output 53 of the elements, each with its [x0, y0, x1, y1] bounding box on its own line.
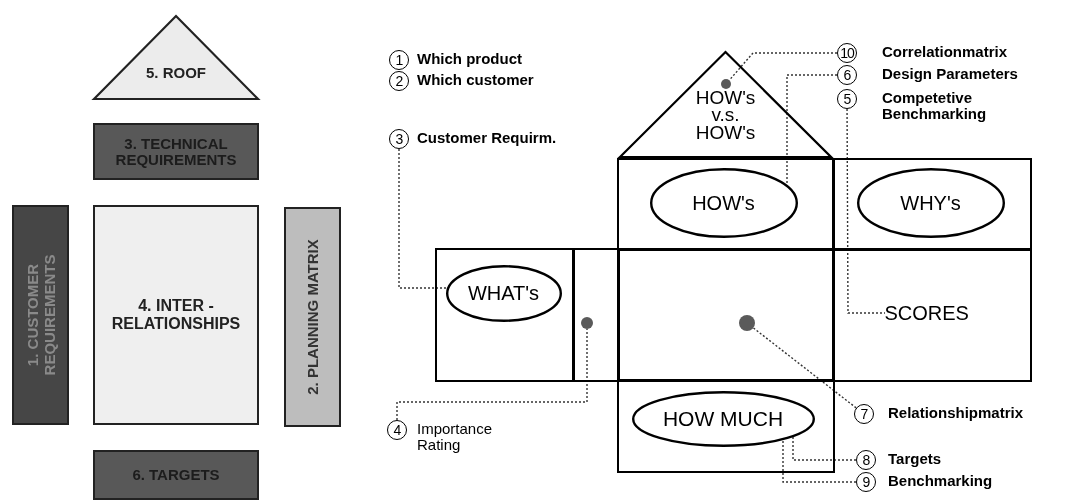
- callout-number: 7: [854, 404, 874, 424]
- callout-number: 3: [389, 129, 409, 149]
- ellipse-label: HOW MUCH: [661, 406, 785, 431]
- section-label: 2. PLANNING MATRIX: [304, 238, 321, 397]
- callout-text: Correlationmatrix: [882, 44, 1008, 60]
- dot-marker: [721, 79, 731, 89]
- section-label: 3. TECHNICAL REQUIREMENTS: [114, 135, 238, 168]
- callout-number: 2: [389, 71, 409, 91]
- roof-label: HOW's v.s. HOW's: [694, 89, 757, 142]
- matrix-cell: [832, 248, 1032, 382]
- matrix-cell: [617, 248, 835, 382]
- leader-line: [792, 435, 857, 461]
- section-label: 6. TARGETS: [131, 466, 221, 484]
- callout-text: Importance Rating: [417, 421, 494, 453]
- dot-marker: [738, 314, 755, 331]
- roof-label: 5. ROOF: [145, 65, 207, 82]
- dot-marker: [580, 316, 593, 329]
- callout-text: Benchmarking: [888, 473, 993, 489]
- section-box: [12, 205, 69, 425]
- callout-number: 6: [837, 65, 857, 85]
- callout-text: Which product: [417, 51, 522, 67]
- callout-number: 5: [837, 89, 857, 109]
- leader-line: [728, 52, 838, 81]
- ellipse-label: WHY's: [899, 191, 962, 214]
- section-box: [284, 207, 341, 427]
- matrix-cell: [832, 158, 1032, 251]
- leader-line: [398, 148, 449, 289]
- section-box: [93, 450, 259, 500]
- callout-text: Relationshipmatrix: [888, 405, 1024, 421]
- leader-line: [752, 327, 857, 409]
- callout-number: 1: [389, 50, 409, 70]
- matrix-cell: [572, 248, 620, 382]
- leader-line: [846, 108, 886, 314]
- matrix-cell: [617, 158, 835, 251]
- leader-line: [396, 328, 588, 421]
- callout-number: 10: [837, 43, 857, 63]
- callout-text: Competetive Benchmarking: [882, 90, 988, 122]
- leader-line: [782, 438, 857, 483]
- callout-number: 9: [856, 472, 876, 492]
- ellipse-label: WHAT's: [466, 282, 541, 304]
- callout-text: Design Parameters: [882, 66, 1018, 82]
- callout-text: Which customer: [417, 72, 534, 88]
- callout-text: Customer Requirm.: [417, 130, 557, 146]
- callout-number: 4: [387, 420, 407, 440]
- ellipse-label: HOW's: [691, 191, 756, 214]
- section-box: [93, 123, 259, 180]
- section-label: 4. INTER - RELATIONSHIPS: [110, 297, 242, 333]
- matrix-cell: [435, 248, 575, 382]
- callout-text: Targets: [888, 451, 942, 467]
- section-label: 1. CUSTOMER REQUIREMENTS: [24, 253, 57, 378]
- section-box: [93, 205, 259, 425]
- callout-number: 8: [856, 450, 876, 470]
- matrix-cell: [617, 379, 835, 473]
